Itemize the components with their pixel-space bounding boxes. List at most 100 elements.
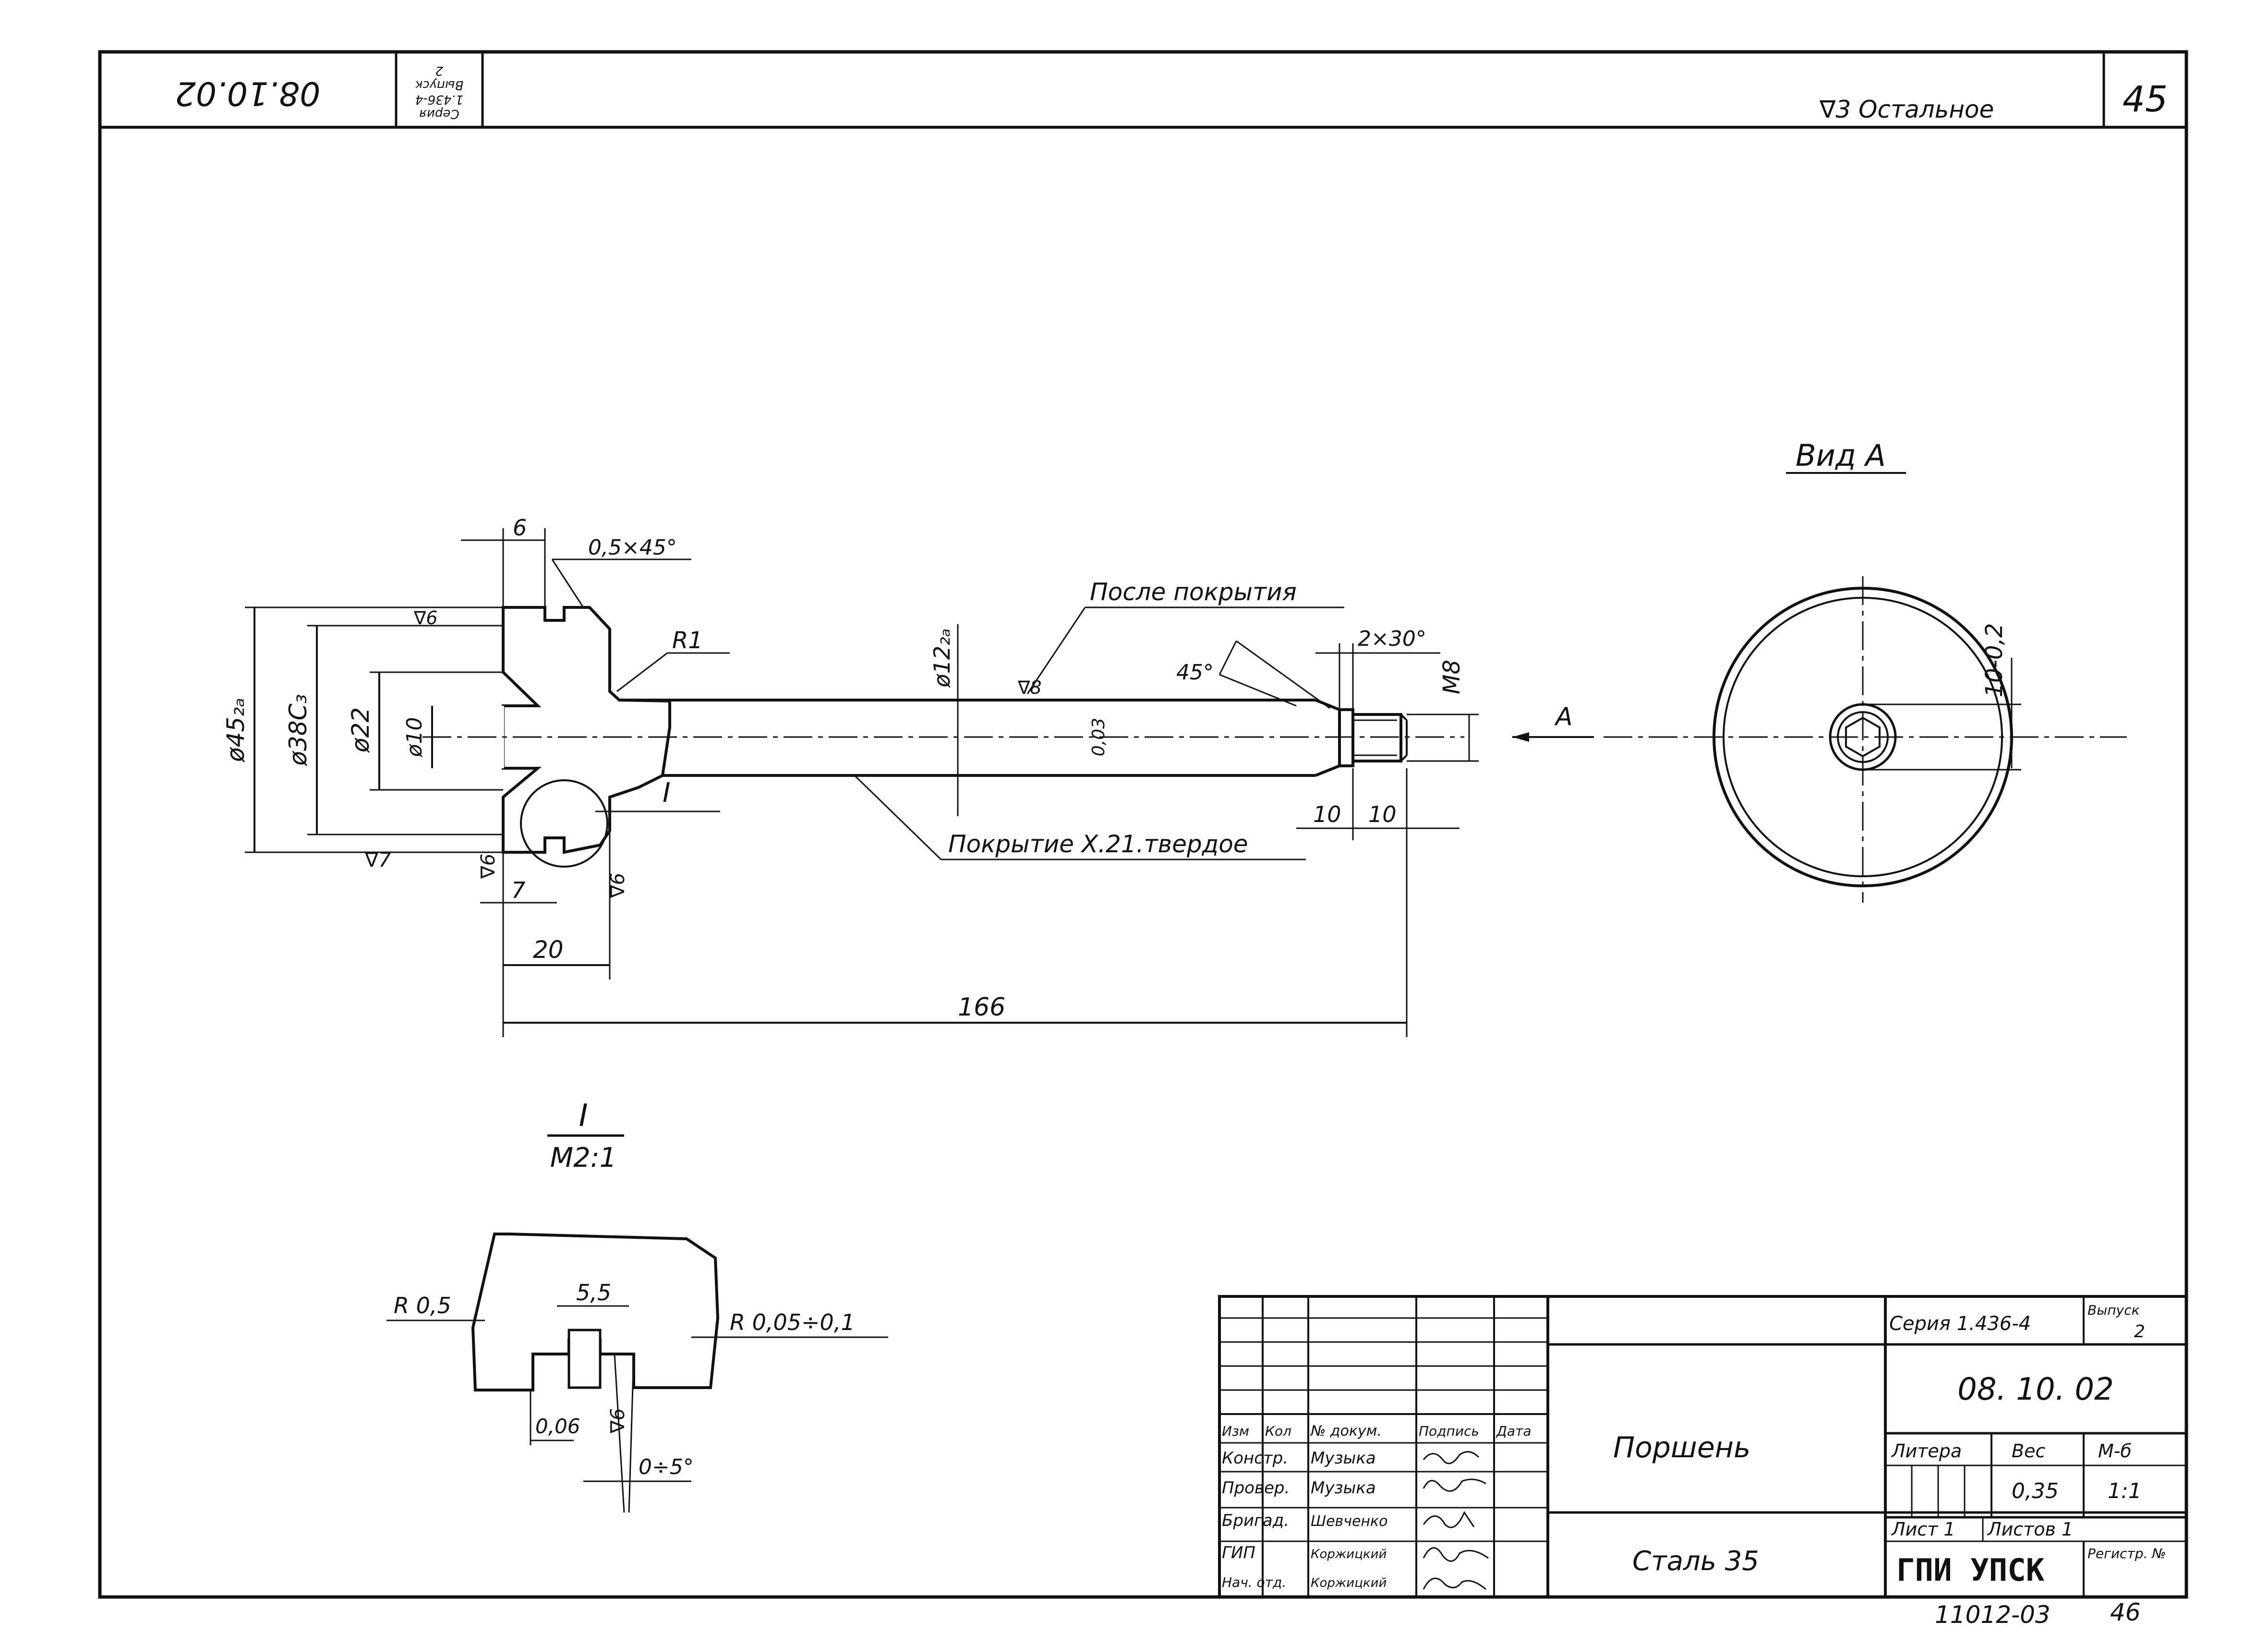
rod-taper-top [1315, 699, 1340, 711]
role-label: Нач. отд. [1222, 1574, 1286, 1590]
dim-d38: ø38С₃ [284, 694, 312, 766]
view-a: Вид А 10-0,2 [1604, 438, 2127, 903]
detail-r05: R 0,5 [394, 1293, 451, 1318]
dim-10-02: 10-0,2 [1981, 623, 2008, 698]
dim-w6: 6 [513, 515, 527, 541]
signatures [1423, 1451, 1489, 1590]
rough-6-left: ∇6 [477, 854, 499, 879]
rough-6-bottom: ∇6 [607, 873, 629, 898]
rod-taper-bot [1315, 764, 1340, 777]
col-doc: № докум. [1310, 1423, 1382, 1439]
tb-reg-label: Регистр. № [2087, 1546, 2166, 1561]
tb-scale-label: М-б [2098, 1440, 2132, 1462]
detail-I: I М2:1 R 0,5 5,5 R 0,05÷0,1 0,06 ∇6 0÷5° [386, 1098, 888, 1513]
roughness-note: ∇3 Остальное [1819, 96, 1994, 123]
tb-part-name: Поршень [1613, 1431, 1750, 1464]
rough-8: ∇8 [1017, 677, 1042, 698]
tb-litera-label: Литера [1891, 1440, 1962, 1462]
dim-angle-45: 45° [1176, 660, 1214, 685]
groove [567, 1329, 602, 1389]
tb-weight-label: Вес [2012, 1440, 2045, 1462]
role-label: Констр. [1222, 1449, 1288, 1468]
page-number: 45 [2123, 79, 2168, 120]
role-label: ГИП [1222, 1543, 1255, 1562]
dim-d10: ø10 [402, 717, 427, 758]
leader [551, 559, 584, 608]
dim-d45: ø45₂ₐ [222, 698, 250, 762]
detail-circle [520, 779, 608, 868]
signature [1423, 1577, 1486, 1590]
angle-line [1218, 641, 1237, 675]
outer-frame [98, 50, 2188, 1599]
signature [1423, 1511, 1475, 1528]
tb-sheet: Лист 1 [1891, 1519, 1955, 1540]
dim-len-10b: 10 [1368, 801, 1397, 827]
dim-w20: 20 [533, 936, 564, 964]
tb-issue-label: Выпуск [2087, 1302, 2140, 1318]
coating-note: Покрытие Х.21.твердое [948, 830, 1248, 858]
col-sign: Подпись [1419, 1423, 1479, 1439]
tb-sheets: Листов 1 [1987, 1519, 2073, 1540]
dim-chamfer: 0,5×45° [588, 535, 677, 560]
thread-chamfer [1400, 714, 1408, 721]
dim-thread-m8: М8 [1438, 660, 1465, 694]
detail-scale: М2:1 [550, 1142, 616, 1173]
outer-circle-inner [1723, 597, 2003, 877]
dim-w7: 7 [511, 877, 525, 903]
role-label: Бригад. [1222, 1511, 1289, 1530]
footer-code: 11012-03 [1935, 1601, 2051, 1629]
detail-title: I [579, 1098, 588, 1134]
piston-head-section [502, 606, 671, 854]
rotated-doc-code: 08.10.02 [175, 74, 321, 112]
detail-55: 5,5 [576, 1280, 611, 1306]
view-a-title: Вид А [1796, 438, 1886, 473]
rough-7: ∇7 [364, 848, 391, 871]
detail-angle: 0÷5° [639, 1455, 694, 1479]
role-name: Шевченко [1311, 1513, 1388, 1530]
dim-len-10a: 10 [1313, 801, 1341, 827]
col-kol: Кол [1265, 1423, 1291, 1439]
role-name: Музыка [1311, 1478, 1376, 1498]
dim-chamfer-2x30: 2×30° [1358, 627, 1426, 651]
tb-series: Серия 1.436-4 [1889, 1313, 2031, 1335]
footer-number: 46 [2110, 1598, 2141, 1626]
angle-line [1219, 674, 1297, 707]
runout-tolerance: 0,03 [1089, 718, 1109, 756]
stamp-line: Выпуск [415, 78, 463, 92]
stamp-line: 1.436-4 [415, 92, 463, 107]
view-arrow-label: А [1554, 702, 1573, 731]
leader [1026, 607, 1086, 694]
wrench-flat [1845, 716, 1881, 758]
tb-doc-code: 08. 10. 02 [1957, 1372, 2114, 1407]
rotated-series-stamp: Серия 1.436-4 Выпуск 2 [415, 63, 463, 121]
role-name: Музыка [1311, 1449, 1376, 1468]
stamp-line: 2 [435, 63, 444, 78]
section-mark: I [663, 777, 671, 809]
detail-r005: R 0,05÷0,1 [730, 1309, 855, 1335]
tb-issue-value: 2 [2134, 1322, 2145, 1342]
rough-top: ∇6 [413, 607, 438, 629]
leader [854, 774, 942, 860]
title-block: Изм Кол № докум. Подпись Дата Констр. Му… [1218, 1295, 2188, 1598]
role-label: Провер. [1222, 1478, 1290, 1498]
piston-main-view: ø45₂ₐ ø38С₃ ø22 ø10 6 0,5×45° R1 ∇6 ∇7 ∇… [222, 515, 1594, 1037]
angle-line [628, 1354, 635, 1513]
tb-scale-value: 1:1 [2108, 1479, 2142, 1503]
title-block-frame [1218, 1295, 2188, 1598]
hub-circle-inner [1837, 711, 1889, 763]
col-izm: Изм [1222, 1423, 1249, 1439]
leader [616, 652, 668, 692]
thread-chamfer [1400, 754, 1408, 762]
view-arrow-head [1512, 732, 1529, 742]
after-coating-note: После покрытия [1090, 578, 1297, 606]
angle-line [614, 1354, 625, 1513]
role-name: Коржицкий [1311, 1547, 1387, 1561]
role-name: Коржицкий [1311, 1576, 1387, 1590]
detail-006: 0,06 [535, 1415, 580, 1438]
dim-total-166: 166 [958, 993, 1005, 1022]
signature [1423, 1478, 1486, 1492]
dim-d12: ø12₂ₐ [929, 628, 955, 688]
tb-weight-value: 0,35 [2012, 1479, 2059, 1503]
